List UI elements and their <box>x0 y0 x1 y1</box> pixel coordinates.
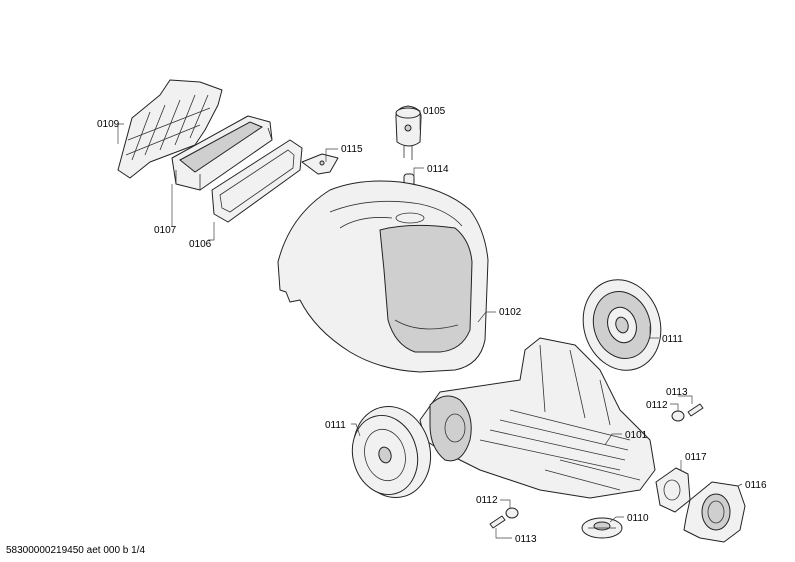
part-0112-bushing-upper <box>671 410 685 422</box>
callout-0111-right: 0111 <box>662 334 683 345</box>
callout-0115: 0115 <box>341 144 363 155</box>
part-0116-connector <box>683 481 746 543</box>
callout-0114: 0114 <box>427 164 449 175</box>
callout-labels: 0109 0107 0106 0105 0115 0114 0102 0111 … <box>97 106 767 545</box>
part-0106-filter-frame <box>211 139 303 223</box>
part-0105-motor <box>395 105 422 160</box>
part-0109-filter-holder <box>117 79 223 179</box>
part-0111-wheel-right <box>582 279 662 371</box>
callout-0102: 0102 <box>499 307 522 318</box>
part-0113-pin-lower <box>489 515 506 529</box>
callout-0110: 0110 <box>627 513 649 524</box>
part-0107-filter-cartridge <box>171 115 273 191</box>
callout-0112-upper: 0112 <box>646 400 668 411</box>
callout-0117: 0117 <box>685 452 707 463</box>
callout-0107: 0107 <box>154 225 177 236</box>
part-0113-pin-upper <box>687 403 704 417</box>
part-0112-bushing-lower <box>505 507 519 519</box>
part-0102-housing-top <box>277 180 489 373</box>
callout-0112-lower: 0112 <box>476 495 498 506</box>
callout-0113-upper: 0113 <box>666 387 688 398</box>
part-0111-wheel-left <box>351 405 432 499</box>
callout-0111-left: 0111 <box>325 420 346 431</box>
callout-0116: 0116 <box>745 480 767 491</box>
document-id: 58300000219450 aet 000 b 1/4 <box>6 545 146 556</box>
part-0101-chassis <box>419 337 656 499</box>
callout-0109: 0109 <box>97 119 120 130</box>
part-0110-wheel-castor <box>581 517 623 539</box>
part-0115-cover <box>301 153 339 175</box>
leader-lines <box>117 110 743 539</box>
callout-0105: 0105 <box>423 106 446 117</box>
callout-0113-lower: 0113 <box>515 534 537 545</box>
callout-0106: 0106 <box>189 239 212 250</box>
part-0117-hose-socket <box>655 467 691 513</box>
callout-0101: 0101 <box>625 430 648 441</box>
